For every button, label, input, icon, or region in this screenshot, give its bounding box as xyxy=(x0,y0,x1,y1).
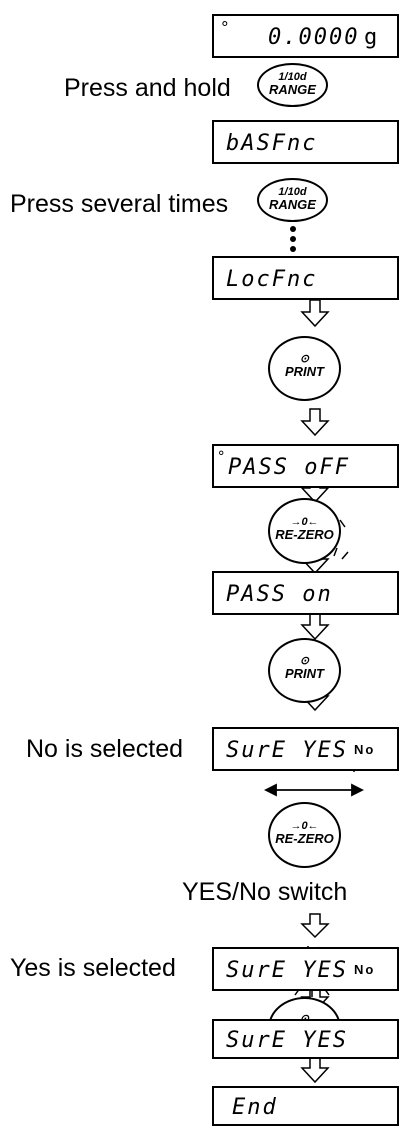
display-value: PASS oFF xyxy=(228,455,350,480)
range-key-label: RANGE xyxy=(269,82,316,97)
ellipsis-dot-3 xyxy=(290,246,296,252)
range-key-button[interactable]: 1/10d RANGE xyxy=(257,63,328,107)
print-key-label: PRINT xyxy=(285,364,324,379)
display-pass-on: PASS on xyxy=(212,571,399,615)
press-several-times-label: Press several times xyxy=(10,190,229,218)
display-value: SurE YES xyxy=(226,958,348,983)
display-no-tag: No xyxy=(354,742,376,757)
range-key-label: RANGE xyxy=(269,197,316,212)
double-arrow-icon xyxy=(263,783,365,797)
down-arrow-5 xyxy=(300,612,330,641)
range-key-button-repeat[interactable]: 1/10d RANGE xyxy=(257,178,328,222)
display-no-tag: No xyxy=(354,962,376,977)
range-key-top-label: 1/10d xyxy=(278,186,307,198)
rezero-key-label: RE-ZERO xyxy=(275,831,334,846)
display-sure-yes-flash: SurE YES No xyxy=(212,947,399,991)
display-value: End xyxy=(232,1095,278,1120)
yes-selected-label: Yes is selected xyxy=(10,954,176,982)
ellipsis-dot-2 xyxy=(290,236,296,242)
down-arrow-1 xyxy=(300,299,330,328)
display-value: SurE YES xyxy=(226,1028,348,1053)
print-key-icon: ⊙ xyxy=(299,655,310,667)
display-value: bASFnc xyxy=(226,131,318,156)
yes-no-switch-label: YES/No switch xyxy=(182,878,348,906)
down-arrow-2 xyxy=(300,408,330,437)
display-pass-off: ° PASS oFF xyxy=(212,444,399,488)
print-key-button[interactable]: ⊙ PRINT xyxy=(268,336,341,401)
press-and-hold-label: Press and hold xyxy=(64,74,231,102)
range-key-top-label: 1/10d xyxy=(278,71,307,83)
display-end: End xyxy=(212,1086,399,1126)
print-key-icon: ⊙ xyxy=(299,353,310,365)
rezero-key-icon: →0← xyxy=(290,516,319,528)
rezero-key-button[interactable]: →0← RE-ZERO xyxy=(268,498,341,564)
display-sure-yes: SurE YES xyxy=(212,1019,399,1059)
display-value: SurE YES xyxy=(226,738,348,763)
no-selected-label: No is selected xyxy=(26,735,184,763)
print-key-label: PRINT xyxy=(285,666,324,681)
print-key-button-2[interactable]: ⊙ PRINT xyxy=(268,638,341,703)
down-arrow-7 xyxy=(300,913,330,939)
rezero-key-label: RE-ZERO xyxy=(275,527,334,542)
stable-indicator-icon: ° xyxy=(220,18,232,37)
rezero-key-icon: →0← xyxy=(290,820,319,832)
down-arrow-9 xyxy=(300,1055,330,1084)
stable-indicator-icon: ° xyxy=(217,449,228,465)
ellipsis-dot-1 xyxy=(290,226,296,232)
display-value: LocFnc xyxy=(226,267,318,292)
display-basfnc: bASFnc xyxy=(212,120,399,164)
display-unit: g xyxy=(364,25,380,50)
display-value: PASS on xyxy=(226,582,333,607)
display-zero: ° 0.0000 g xyxy=(212,14,399,58)
display-value: 0.0000 xyxy=(268,25,360,50)
display-locfnc: LocFnc xyxy=(212,256,399,300)
rezero-key-button-2[interactable]: →0← RE-ZERO xyxy=(268,802,341,868)
display-sure-no: SurE YES No xyxy=(212,727,399,771)
